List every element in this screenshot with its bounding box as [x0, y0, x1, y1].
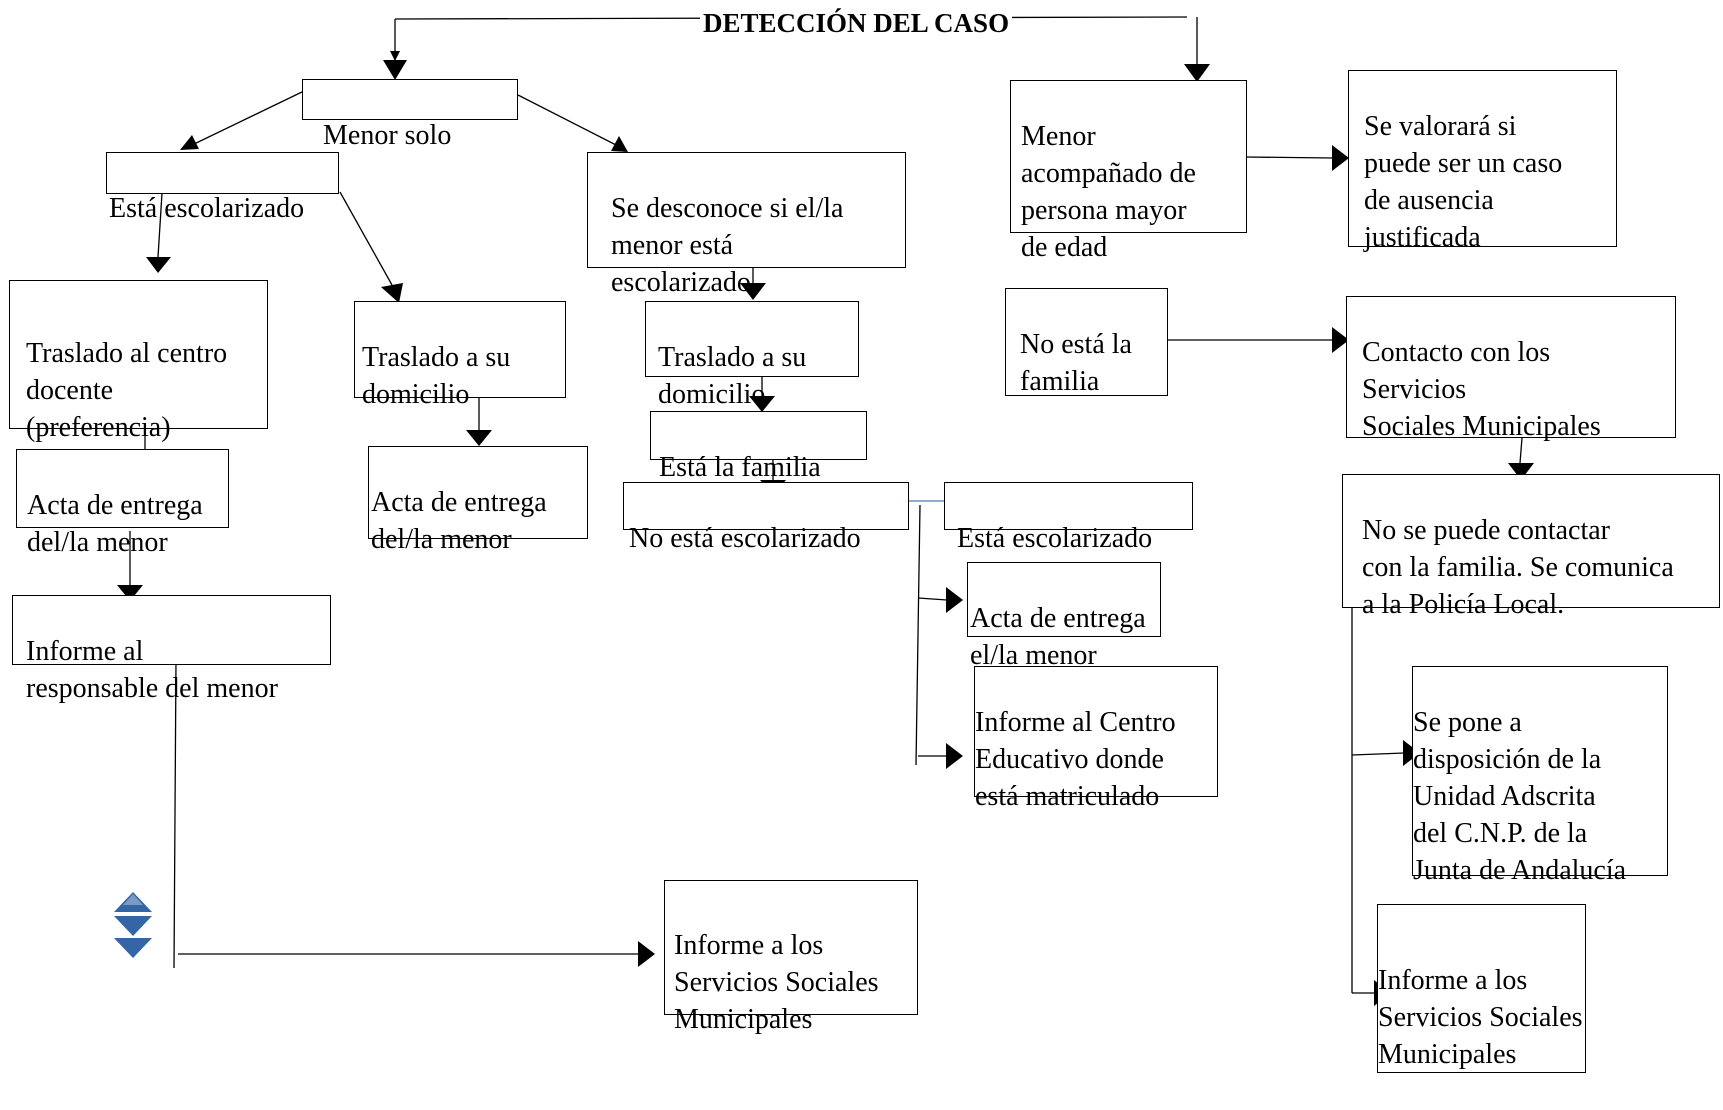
node-no-contactar: No se puede contactar con la familia. Se…: [1342, 474, 1720, 620]
node-traslado-domicilio-1: Traslado a su domicilio: [354, 301, 566, 410]
node-label: Está la familia: [659, 452, 821, 483]
node-acta-entrega-3: Acta de entrega el/la menor: [967, 562, 1161, 671]
node-no-familia: No está la familia: [1005, 288, 1168, 397]
up-down-arrows-icon: [114, 892, 152, 958]
node-label: Se pone a disposición de la Unidad Adscr…: [1413, 707, 1627, 886]
node-label: Se desconoce si el/la menor está escolar…: [611, 193, 844, 298]
node-label: Acta de entrega del/la menor: [27, 490, 203, 558]
node-label: Está escolarizado: [957, 523, 1153, 554]
node-contacto-ss: Contacto con los Servicios Sociales Muni…: [1346, 296, 1676, 442]
node-no-escolarizado: No está escolarizado: [623, 482, 909, 554]
node-traslado-domicilio-2: Traslado a su domicilio: [645, 301, 859, 410]
node-label: Se valorará si puede ser un caso de ause…: [1364, 111, 1563, 253]
node-label: Acta de entrega el/la menor: [970, 603, 1146, 671]
node-label: No se puede contactar con la familia. Se…: [1362, 515, 1674, 620]
connector-lines: [117, 16, 1534, 1006]
node-informe-centro: Informe al Centro Educativo donde está m…: [974, 666, 1218, 812]
node-menor-solo: Menor solo: [302, 79, 518, 151]
node-informe-responsable: Informe al responsable del menor: [12, 595, 331, 704]
node-label: Traslado al centro docente (preferencia): [26, 338, 228, 443]
node-label: Informe a los Servicios Sociales Municip…: [1378, 965, 1583, 1070]
node-informe-ss-2: Informe a los Servicios Sociales Municip…: [1377, 904, 1586, 1073]
node-esta-escolarizado-right: Está escolarizado: [944, 482, 1193, 554]
node-label: Informe al Centro Educativo donde está m…: [975, 707, 1176, 812]
node-se-pone: Se pone a disposición de la Unidad Adscr…: [1412, 666, 1668, 886]
node-label: Menor acompañado de persona mayor de eda…: [1021, 121, 1196, 263]
node-label: Acta de entrega del/la menor: [371, 487, 547, 555]
node-esta-escolarizado-left: Está escolarizado: [106, 152, 339, 224]
node-label: No está la familia: [1020, 329, 1132, 397]
node-se-desconoce: Se desconoce si el/la menor está escolar…: [587, 152, 906, 298]
node-acta-entrega-2: Acta de entrega del/la menor: [368, 446, 588, 555]
node-label: Informe a los Servicios Sociales Municip…: [674, 930, 879, 1035]
node-label: Traslado a su domicilio: [362, 342, 511, 410]
node-label: Menor solo: [323, 120, 452, 151]
node-label: Está escolarizado: [109, 193, 305, 224]
node-acta-entrega-1: Acta de entrega del/la menor: [16, 449, 229, 558]
node-esta-familia: Está la familia: [650, 411, 867, 483]
node-menor-acompanado: Menor acompañado de persona mayor de eda…: [1010, 80, 1247, 263]
node-traslado-centro: Traslado al centro docente (preferencia): [9, 280, 268, 443]
node-label: No está escolarizado: [629, 523, 861, 554]
node-se-valorara: Se valorará si puede ser un caso de ause…: [1348, 70, 1617, 253]
node-label: Contacto con los Servicios Sociales Muni…: [1362, 337, 1601, 442]
node-label: Traslado a su domicilio: [658, 342, 807, 410]
node-label: Informe al responsable del menor: [26, 636, 278, 704]
diagram-title: DETECCIÓN DEL CASO: [700, 6, 1013, 40]
node-informe-ss-1: Informe a los Servicios Sociales Municip…: [664, 880, 918, 1035]
